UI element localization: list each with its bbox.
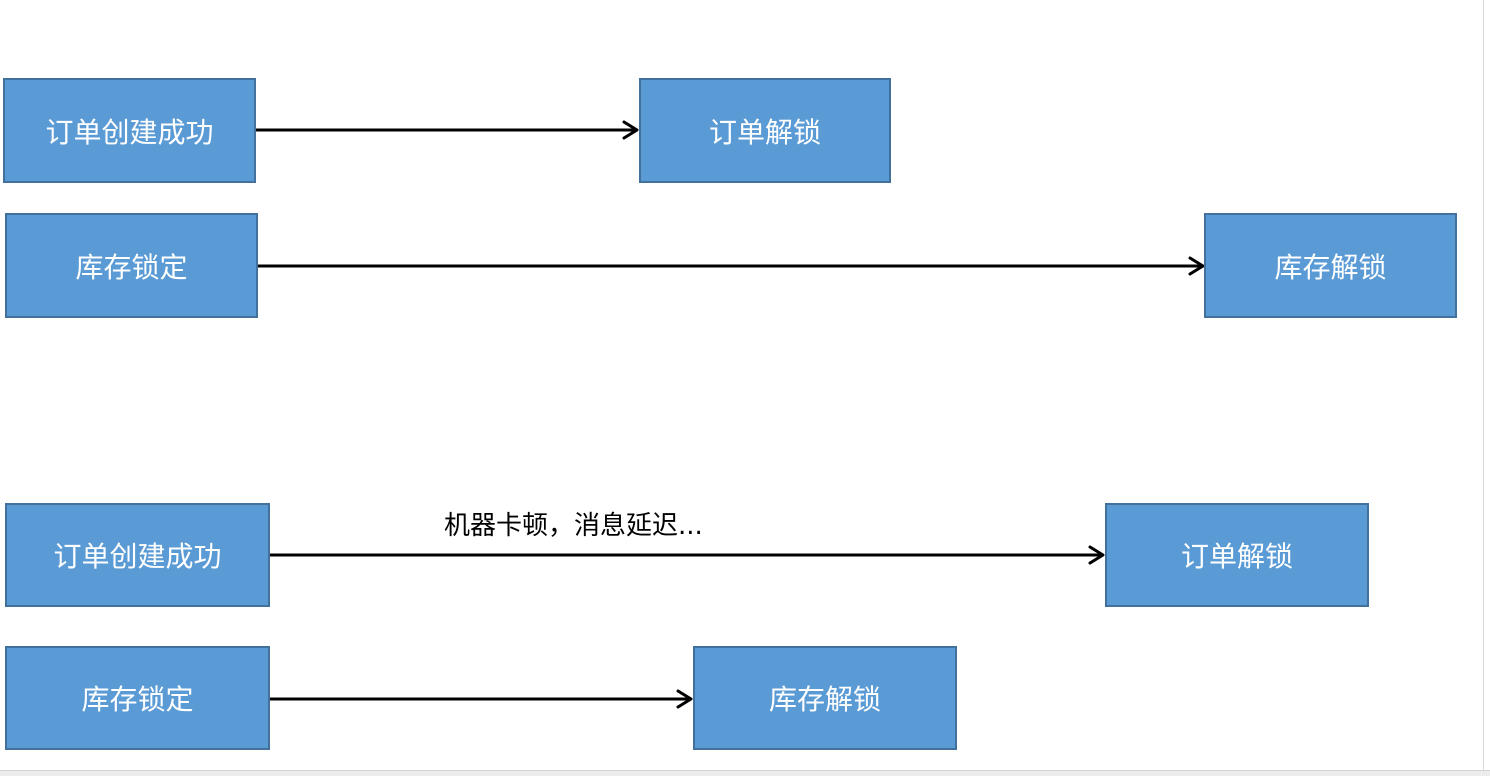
arrowhead-bottom-1 [1088, 545, 1105, 565]
order-unlock-label-top: 订单解锁 [708, 115, 821, 149]
stock-locked-box-bottom: 库存锁定 [5, 646, 270, 750]
stock-unlock-box-top: 库存解锁 [1204, 213, 1457, 318]
order-created-label-top: 订单创建成功 [45, 115, 214, 149]
arrowhead-bottom-2 [676, 689, 693, 709]
page-right-border [1483, 0, 1484, 770]
page-bottom-strip [0, 770, 1490, 776]
order-created-box-top: 订单创建成功 [3, 78, 256, 183]
stock-unlock-label-top: 库存解锁 [1274, 250, 1387, 284]
order-unlock-label-bottom: 订单解锁 [1180, 540, 1293, 573]
stock-unlock-label-bottom: 库存解锁 [768, 683, 881, 716]
order-unlock-box-top: 订单解锁 [639, 78, 891, 183]
stock-unlock-box-bottom: 库存解锁 [693, 646, 957, 750]
stock-locked-box-top: 库存锁定 [5, 213, 258, 318]
stock-locked-label-top: 库存锁定 [75, 250, 188, 284]
arrowhead-top-1 [622, 120, 639, 140]
order-created-label-bottom: 订单创建成功 [53, 540, 222, 573]
order-created-box-bottom: 订单创建成功 [5, 503, 270, 607]
order-unlock-box-bottom: 订单解锁 [1105, 503, 1369, 607]
arrowhead-top-2 [1188, 256, 1205, 276]
stock-locked-label-bottom: 库存锁定 [81, 683, 194, 716]
delay-note: 机器卡顿，消息延迟... [444, 511, 703, 541]
